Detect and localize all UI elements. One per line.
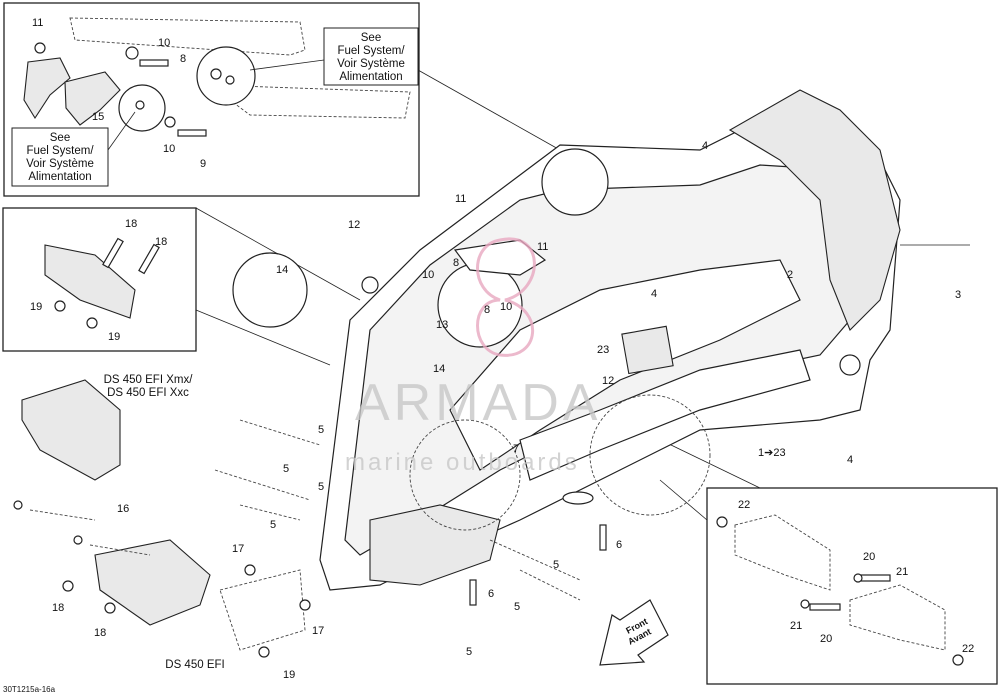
bracket-inset-parts xyxy=(44,237,160,329)
callout-7: 7 xyxy=(513,443,519,455)
callout-4-b: 4 xyxy=(651,288,657,300)
callout-6-a: 6 xyxy=(616,539,622,551)
callout-20-b: 20 xyxy=(820,633,832,645)
callout-1-23: 1➔23 xyxy=(758,447,786,459)
callout-18-b: 18 xyxy=(155,236,167,248)
part-23-bracket xyxy=(621,325,674,375)
callout-10-d: 10 xyxy=(500,301,512,313)
note-see-fuel-top: See Fuel System/ Voir Système Alimentati… xyxy=(323,27,419,86)
model-efi-label: DS 450 EFI xyxy=(165,659,224,671)
callout-11-b: 11 xyxy=(455,193,466,205)
note-leader xyxy=(249,59,325,71)
model-xmx-line-1: DS 450 EFI Xmx/ xyxy=(104,374,194,386)
callout-9: 9 xyxy=(200,158,206,170)
callout-5-d: 5 xyxy=(270,519,276,531)
note-line: Voir Système xyxy=(26,158,94,170)
callout-8-c: 8 xyxy=(484,304,490,316)
callout-17-a: 17 xyxy=(232,543,244,555)
note-line: See xyxy=(361,32,381,44)
callout-20-a: 20 xyxy=(863,551,875,563)
inset-bracket-left xyxy=(2,207,197,352)
callout-4-c: 4 xyxy=(847,454,853,466)
callout-14-a: 14 xyxy=(276,264,288,276)
callout-8-b: 8 xyxy=(453,257,459,269)
inset-top-left xyxy=(3,2,420,197)
callout-19-c: 19 xyxy=(283,669,295,681)
inset-leader xyxy=(417,69,561,151)
model-xmx-line-2: DS 450 EFI Xxc xyxy=(107,387,189,399)
callout-21-b: 21 xyxy=(790,620,802,632)
callout-10-b: 10 xyxy=(163,143,175,155)
callout-12-a: 12 xyxy=(348,219,360,231)
callout-17-b: 17 xyxy=(312,625,324,637)
drawing-code: 30T1215a-16a xyxy=(3,685,56,694)
callout-13: 13 xyxy=(436,319,448,331)
callout-3: 3 xyxy=(955,289,961,301)
note-line: Fuel System/ xyxy=(26,145,94,157)
callout-18-d: 18 xyxy=(94,627,106,639)
callout-10-c: 10 xyxy=(422,269,434,281)
callout-22-a: 22 xyxy=(738,499,750,511)
callout-22-b: 22 xyxy=(962,643,974,655)
callout-16: 16 xyxy=(117,503,129,515)
callout-4-a: 4 xyxy=(702,140,708,152)
watermark: ARMADA marine outboards xyxy=(345,237,601,476)
main-frame xyxy=(214,89,970,606)
callout-5-f: 5 xyxy=(514,601,520,613)
inset-bottom-right xyxy=(706,487,998,685)
callout-19-b: 19 xyxy=(108,331,120,343)
callout-6-b: 6 xyxy=(488,588,494,600)
callout-18-c: 18 xyxy=(52,602,64,614)
detail-circle xyxy=(589,394,711,516)
skid-plate-xmx xyxy=(21,379,121,481)
callout-23: 23 xyxy=(597,344,609,356)
callout-labels: 11 10 8 15 10 9 18 18 19 19 16 17 17 18 18 19 12 14 10 8 8 10… xyxy=(30,17,974,681)
callout-11-c: 11 xyxy=(537,241,548,253)
callout-5-b: 5 xyxy=(283,463,289,475)
inset-leader xyxy=(659,479,708,521)
callout-8-a: 8 xyxy=(180,53,186,65)
note-see-fuel-left: See Fuel System/ Voir Système Alimentati… xyxy=(11,127,109,187)
callout-5-c: 5 xyxy=(318,481,324,493)
callout-11-a: 11 xyxy=(32,17,43,29)
note-line: See xyxy=(50,132,70,144)
detail-circle xyxy=(232,252,308,328)
note-line: Fuel System/ xyxy=(337,45,405,57)
watermark-logo xyxy=(476,237,536,357)
inset-leader xyxy=(195,309,331,366)
watermark-main: ARMADA xyxy=(355,374,601,432)
note-line: Voir Système xyxy=(337,58,405,70)
note-line: Alimentation xyxy=(28,171,91,183)
front-direction-arrow: Front Avant xyxy=(599,599,669,666)
callout-10-a: 10 xyxy=(158,37,170,49)
callout-5-e: 5 xyxy=(553,559,559,571)
watermark-sub: marine outboards xyxy=(345,449,580,476)
callout-14-b: 14 xyxy=(433,363,445,375)
callout-19-a: 19 xyxy=(30,301,42,313)
callout-12-b: 12 xyxy=(602,375,614,387)
detail-circle xyxy=(409,419,521,531)
callout-21-a: 21 xyxy=(896,566,908,578)
callout-18-a: 18 xyxy=(125,218,137,230)
rear-rack-parts xyxy=(23,17,411,137)
skid-plate-efi xyxy=(94,539,211,626)
bottom-right-inset-parts xyxy=(716,514,964,666)
callout-2: 2 xyxy=(787,269,793,281)
skid-plate-parts xyxy=(13,379,311,658)
callout-5-a: 5 xyxy=(318,424,324,436)
detail-circle xyxy=(541,148,609,216)
note-leader xyxy=(107,111,136,151)
callout-5-g: 5 xyxy=(466,646,472,658)
detail-circle xyxy=(196,46,256,106)
note-line: Alimentation xyxy=(339,71,402,83)
callout-15: 15 xyxy=(92,111,104,123)
